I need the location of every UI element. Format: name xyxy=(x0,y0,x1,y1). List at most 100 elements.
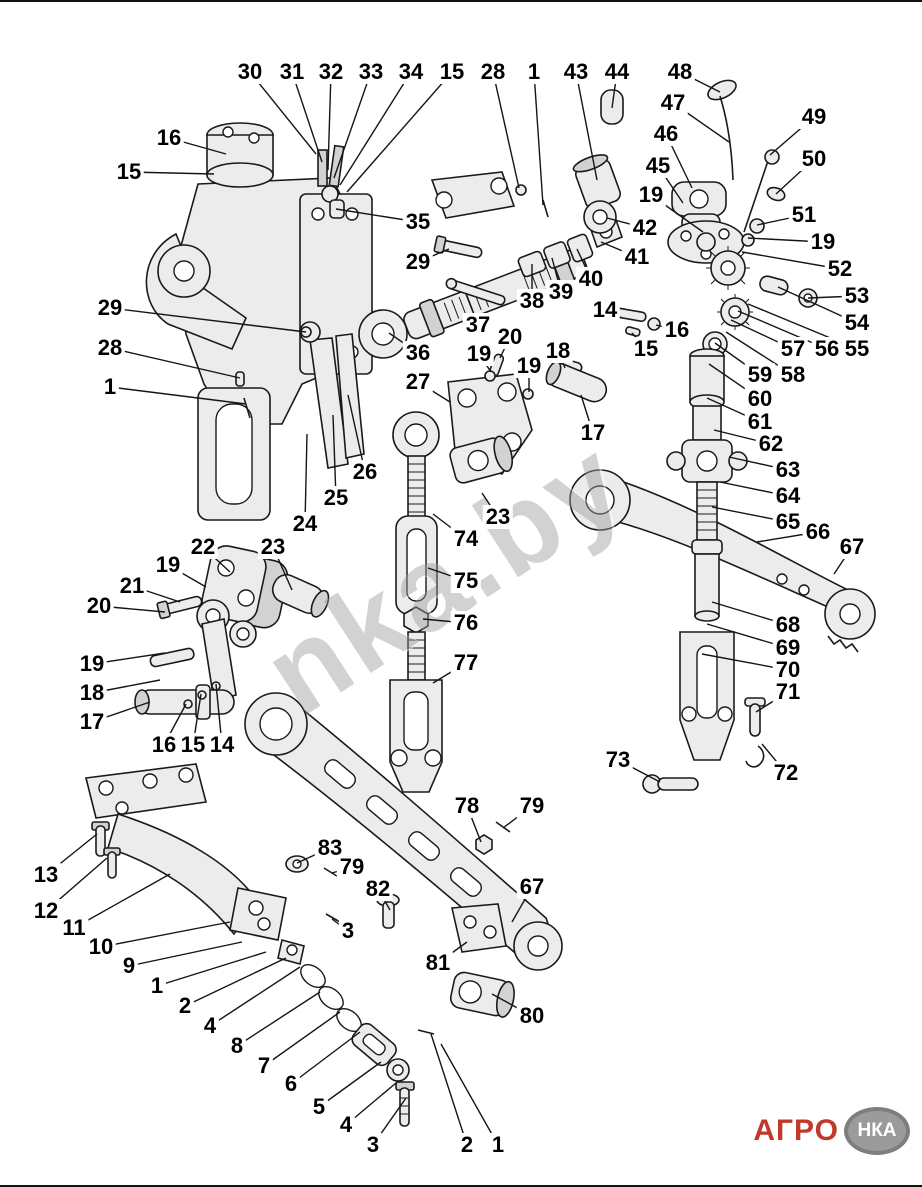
callout-label-19: 19 xyxy=(513,354,545,378)
callout-label-16: 16 xyxy=(661,318,693,342)
callout-label-48: 48 xyxy=(664,60,696,84)
callout-label-63: 63 xyxy=(772,458,804,482)
callout-label-20: 20 xyxy=(83,594,115,618)
callout-label-38: 38 xyxy=(516,289,548,313)
callout-label-15: 15 xyxy=(630,337,662,361)
callout-label-55: 55 xyxy=(841,337,873,361)
callout-label-28: 28 xyxy=(477,60,509,84)
callout-label-1: 1 xyxy=(147,974,167,998)
callout-label-5: 5 xyxy=(309,1095,329,1119)
callout-label-67: 67 xyxy=(836,535,868,559)
callout-label-9: 9 xyxy=(119,954,139,978)
callout-label-61: 61 xyxy=(744,410,776,434)
callout-label-28: 28 xyxy=(94,336,126,360)
callout-label-36: 36 xyxy=(402,341,434,365)
callout-label-29: 29 xyxy=(94,296,126,320)
callout-label-8: 8 xyxy=(227,1034,247,1058)
callout-label-73: 73 xyxy=(602,748,634,772)
callout-label-54: 54 xyxy=(841,311,873,335)
logo-text-nka: НКА xyxy=(857,1120,897,1141)
callout-label-78: 78 xyxy=(451,794,483,818)
right-lower-link-drawing xyxy=(569,469,876,653)
callout-label-15: 15 xyxy=(436,60,468,84)
callout-label-81: 81 xyxy=(422,951,454,975)
callout-label-69: 69 xyxy=(772,636,804,660)
callout-label-75: 75 xyxy=(450,569,482,593)
callout-label-23: 23 xyxy=(482,505,514,529)
callout-label-23: 23 xyxy=(257,535,289,559)
callout-label-80: 80 xyxy=(516,1004,548,1028)
callout-label-66: 66 xyxy=(802,520,834,544)
callout-label-7: 7 xyxy=(254,1054,274,1078)
callout-label-50: 50 xyxy=(798,147,830,171)
logo-text-agro: АГРО xyxy=(753,1114,839,1147)
callout-label-17: 17 xyxy=(76,710,108,734)
callout-label-3: 3 xyxy=(363,1133,383,1157)
callout-label-76: 76 xyxy=(450,611,482,635)
callout-label-56: 56 xyxy=(811,337,843,361)
callout-label-34: 34 xyxy=(395,60,427,84)
callout-label-22: 22 xyxy=(187,535,219,559)
callout-label-15: 15 xyxy=(177,733,209,757)
callout-label-64: 64 xyxy=(772,484,804,508)
logo-ellipse: НКА xyxy=(844,1107,910,1155)
callout-label-19: 19 xyxy=(152,553,184,577)
lift-housing-drawing xyxy=(145,122,373,521)
callout-label-47: 47 xyxy=(657,91,689,115)
callout-label-74: 74 xyxy=(450,527,482,551)
callout-label-62: 62 xyxy=(755,432,787,456)
callout-label-37: 37 xyxy=(462,313,494,337)
callout-label-18: 18 xyxy=(76,681,108,705)
callout-label-77: 77 xyxy=(450,651,482,675)
callout-label-10: 10 xyxy=(85,935,117,959)
callout-label-39: 39 xyxy=(545,280,577,304)
callout-label-60: 60 xyxy=(744,387,776,411)
callout-label-53: 53 xyxy=(841,284,873,308)
callout-label-67: 67 xyxy=(516,875,548,899)
callout-label-79: 79 xyxy=(336,855,368,879)
callout-label-17: 17 xyxy=(577,421,609,445)
callout-label-29: 29 xyxy=(402,250,434,274)
callout-label-1: 1 xyxy=(100,375,120,399)
callout-label-59: 59 xyxy=(744,363,776,387)
callout-label-6: 6 xyxy=(281,1072,301,1096)
callout-label-35: 35 xyxy=(402,210,434,234)
callout-label-18: 18 xyxy=(542,339,574,363)
callout-label-58: 58 xyxy=(777,363,809,387)
callout-label-31: 31 xyxy=(276,60,308,84)
callout-label-32: 32 xyxy=(315,60,347,84)
toplink-bracket-drawing xyxy=(430,89,624,219)
callout-label-11: 11 xyxy=(59,916,89,940)
callout-label-42: 42 xyxy=(629,216,661,240)
callout-label-19: 19 xyxy=(463,342,495,366)
mounting-bracket-drawing xyxy=(85,763,287,941)
callout-label-79: 79 xyxy=(516,794,548,818)
callout-label-1: 1 xyxy=(524,60,544,84)
callout-label-20: 20 xyxy=(494,325,526,349)
check-chain-drawing xyxy=(277,939,435,1127)
callout-label-70: 70 xyxy=(772,658,804,682)
callout-label-19: 19 xyxy=(635,183,667,207)
callout-label-49: 49 xyxy=(798,105,830,129)
callout-label-16: 16 xyxy=(153,126,185,150)
callout-label-24: 24 xyxy=(289,512,321,536)
callout-label-14: 14 xyxy=(206,733,238,757)
agro-nka-logo: АГРО НКА xyxy=(753,1107,910,1155)
callout-label-51: 51 xyxy=(788,203,820,227)
callout-label-68: 68 xyxy=(772,613,804,637)
lift-rod-turnbuckle-drawing xyxy=(389,411,443,793)
callout-label-52: 52 xyxy=(824,257,856,281)
callout-label-1: 1 xyxy=(488,1133,508,1157)
callout-label-71: 71 xyxy=(772,680,804,704)
bottom-lower-link-drawing xyxy=(244,692,563,1018)
callout-label-30: 30 xyxy=(234,60,266,84)
callout-label-4: 4 xyxy=(200,1014,220,1038)
callout-label-3: 3 xyxy=(338,919,358,943)
callout-label-72: 72 xyxy=(770,761,802,785)
callout-label-82: 82 xyxy=(362,877,394,901)
callout-label-13: 13 xyxy=(30,863,62,887)
callout-label-46: 46 xyxy=(650,122,682,146)
callout-label-43: 43 xyxy=(560,60,592,84)
callout-label-27: 27 xyxy=(402,370,434,394)
